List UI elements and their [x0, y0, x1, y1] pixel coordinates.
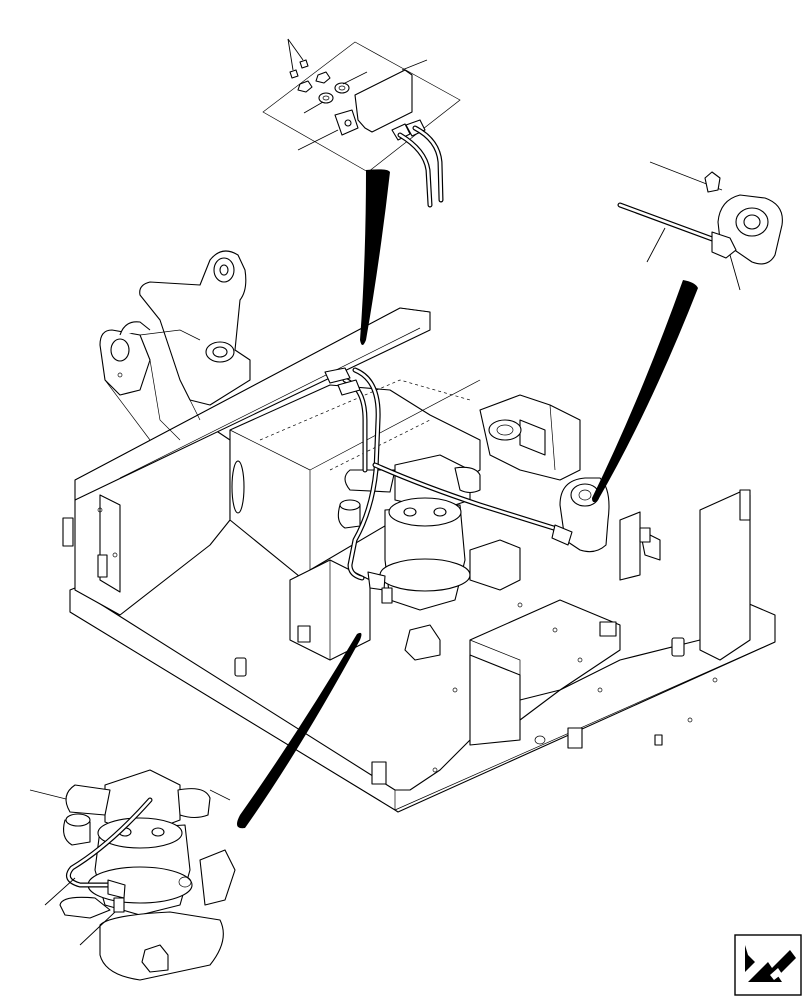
pointer-bottom-to-frame	[236, 632, 362, 829]
main-hydraulic-hoses	[324, 367, 573, 604]
bottom-detail-swing-motor	[29, 632, 362, 981]
arrow-return-icon[interactable]	[734, 934, 802, 996]
swing-motor-main	[337, 454, 481, 611]
swing-bracket	[139, 250, 251, 406]
pointer-top-to-frame	[360, 169, 390, 345]
base-plate	[69, 587, 776, 813]
main-frame-assembly	[62, 250, 776, 813]
top-detail-fittings	[262, 38, 461, 345]
top-detail-panel	[262, 41, 461, 173]
right-detail-cylinder	[592, 161, 783, 503]
pointer-right-to-frame	[592, 280, 698, 503]
